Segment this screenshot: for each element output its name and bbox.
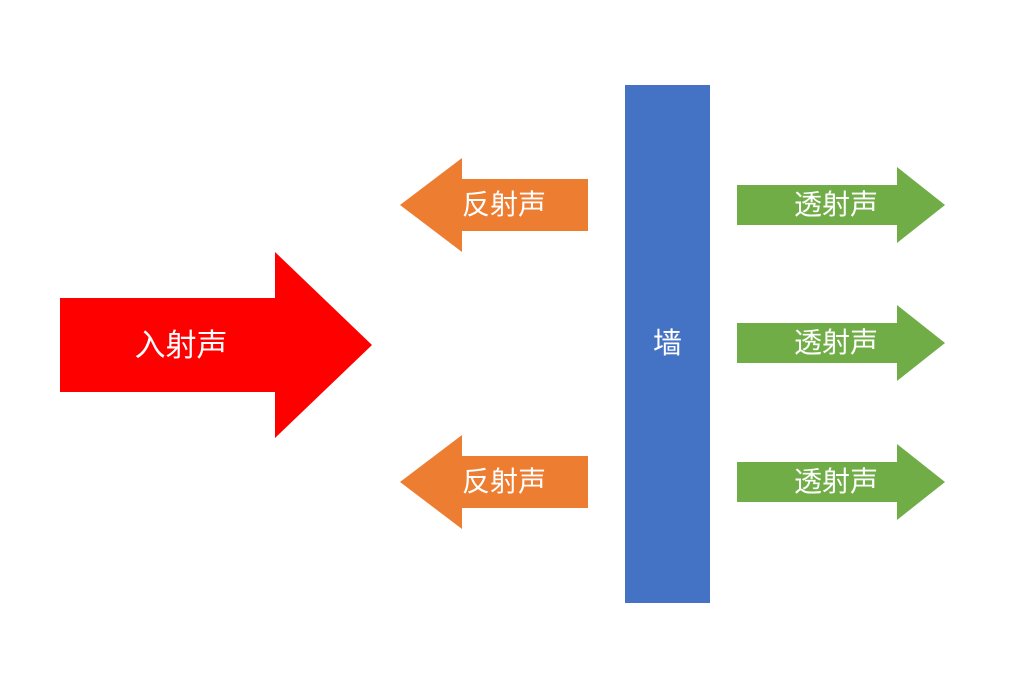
reflected-arrow-body (462, 179, 588, 231)
reflected-arrow-body (462, 456, 588, 508)
transmitted-arrow-body (737, 323, 897, 363)
transmitted-sound-arrow-1: 透射声 (737, 167, 945, 243)
transmitted-sound-arrow-3: 透射声 (737, 444, 945, 520)
incident-sound-arrow: 入射声 (60, 252, 372, 438)
transmitted-arrow-body (737, 185, 897, 225)
transmitted-sound-arrow-2: 透射声 (737, 305, 945, 381)
reflected-sound-arrow-bottom: 反射声 (400, 435, 588, 529)
reflected-sound-arrow-top: 反射声 (400, 158, 588, 252)
incident-arrow-body (60, 298, 275, 392)
transmitted-arrow-head (897, 167, 945, 243)
transmitted-arrow-head (897, 444, 945, 520)
transmitted-arrow-body (737, 462, 897, 502)
wall-rect: 墙 (625, 85, 710, 603)
incident-arrow-head (275, 252, 372, 438)
reflected-arrow-head (400, 158, 462, 252)
transmitted-arrow-head (897, 305, 945, 381)
wall-label: 墙 (652, 327, 682, 360)
reflected-arrow-head (400, 435, 462, 529)
